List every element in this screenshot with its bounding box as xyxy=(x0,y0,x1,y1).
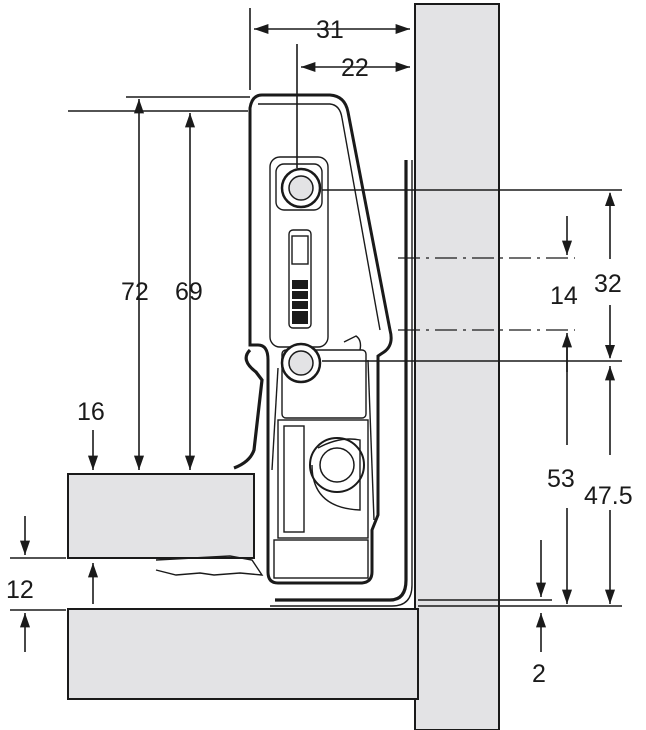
dim-32-label: 32 xyxy=(594,270,622,298)
drawer-bottom-panel xyxy=(67,473,255,559)
dim-22-label: 22 xyxy=(341,54,369,82)
dim-47-5-label: 47.5 xyxy=(584,482,633,510)
dim-16-label: 16 xyxy=(77,398,105,426)
dim-31-label: 31 xyxy=(316,16,344,44)
dim-72-label: 72 xyxy=(121,278,149,306)
cabinet-bottom-panel xyxy=(67,608,419,700)
dim-12-label: 12 xyxy=(6,576,34,604)
dim-69-label: 69 xyxy=(175,278,203,306)
cabinet-side-panel xyxy=(414,3,500,730)
runner-profile xyxy=(270,160,413,607)
dim-2-label: 2 xyxy=(532,660,546,688)
dim-14-label: 14 xyxy=(550,282,578,310)
dim-53-label: 53 xyxy=(547,465,575,493)
